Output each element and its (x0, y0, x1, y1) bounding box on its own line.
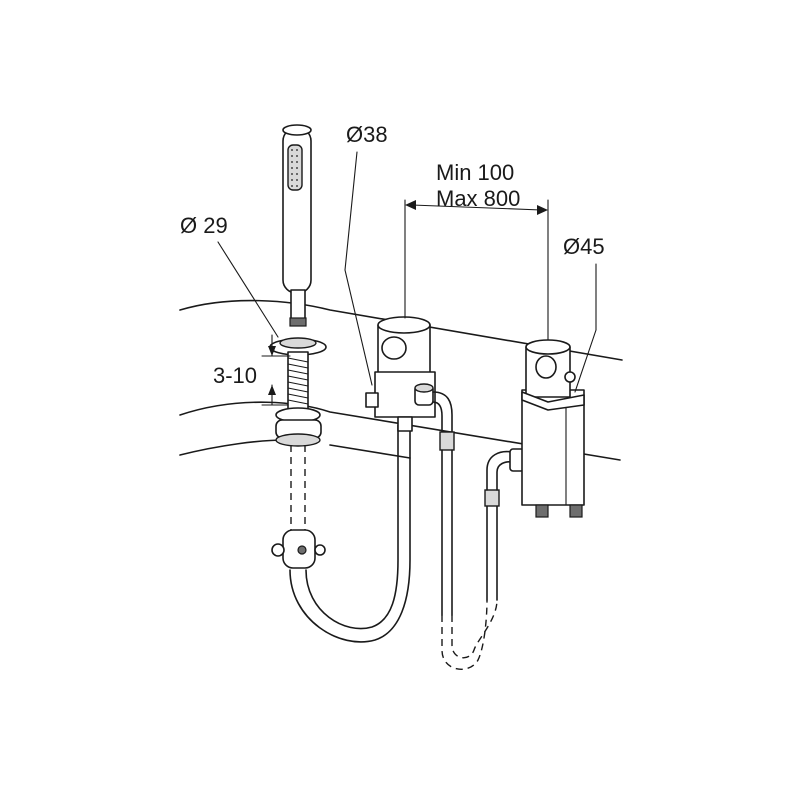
lock-nut-bottom (275, 433, 321, 447)
dia-29-callout: Ø 29 (180, 213, 279, 338)
arrow-right (537, 205, 548, 215)
hose-weight-bolt (297, 545, 307, 555)
dia-38-callout: Ø38 (344, 122, 388, 386)
thermostat-cap (525, 339, 571, 355)
thermostat-mixer (521, 339, 585, 518)
dia-45-leader-2 (574, 329, 597, 393)
dimension-line (411, 204, 542, 211)
hand-shower-top (282, 124, 312, 136)
deck-thickness-dimension: 3-10 (213, 334, 291, 406)
hidden-u-loop (441, 599, 488, 670)
bath-inner-edge-right (329, 444, 411, 459)
shower-hose-outer (289, 424, 411, 643)
diverter-mixer (365, 316, 525, 670)
shower-hose-inner (305, 424, 399, 630)
spacing-max-label: Max 800 (436, 186, 520, 211)
thermostat-knob (535, 355, 557, 379)
pipe-coupling-2 (484, 489, 500, 507)
spacing-dimension: Min 100 Max 800 (404, 160, 549, 341)
hand-shower-neck (290, 289, 306, 323)
mixer-inlet-left (365, 392, 379, 408)
hand-shower-collar (289, 317, 307, 327)
thermostat-foot-right (569, 504, 583, 518)
pipe-bend-outer (486, 450, 513, 491)
hidden-u-loop-inner (451, 599, 498, 659)
dia-29-label: Ø 29 (180, 213, 228, 238)
pipe-coupling (439, 431, 455, 451)
dia-29-leader (217, 241, 279, 338)
mixer-stem (397, 416, 413, 432)
dia-45-label: Ø45 (563, 234, 605, 259)
thread-lines (287, 357, 309, 405)
threaded-shank (287, 351, 309, 411)
hose-weight-screw (271, 543, 285, 557)
thickness-arrow-bottom (268, 385, 276, 395)
deck-top-edge (179, 299, 623, 361)
hand-shower-assembly (269, 124, 411, 643)
escutcheon-ring (279, 337, 317, 349)
dia-38-label: Ø38 (346, 122, 388, 147)
mixer-cap (377, 316, 431, 334)
hose-weight-screw-right (314, 544, 326, 556)
arrow-left (405, 200, 416, 210)
thermostat-shoulder (521, 391, 585, 411)
deck-thickness-label: 3-10 (213, 363, 257, 388)
spacing-min-label: Min 100 (436, 160, 514, 185)
mixer-outlet-nut (414, 383, 434, 393)
mixer-pipe-inner (432, 401, 443, 433)
dia-38-leader-2 (344, 269, 373, 386)
dia-45-callout: Ø45 (563, 234, 605, 393)
thickness-arrow-top (268, 346, 276, 356)
dia-38-leader (344, 151, 358, 271)
thermostat-foot-left (535, 504, 549, 518)
mixer-knob (381, 336, 407, 360)
mixer-pipe-outer (432, 391, 453, 433)
nozzle-dots (291, 149, 298, 187)
shower-nozzle-plate (287, 144, 303, 191)
bath-inner-edge (179, 439, 286, 456)
thermostat-button (564, 371, 576, 383)
